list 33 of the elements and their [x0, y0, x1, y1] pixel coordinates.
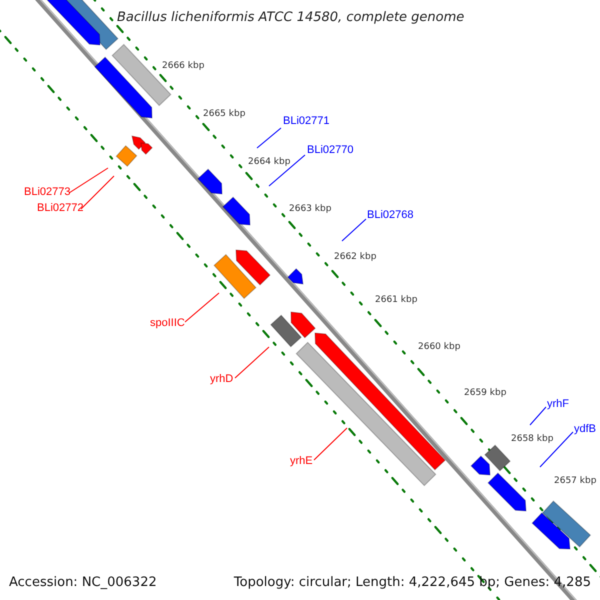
tick-label: 2665 kbp: [203, 110, 246, 119]
leader-line: [80, 176, 114, 210]
gene-label: yrhD: [210, 374, 234, 385]
leader-line: [342, 218, 366, 242]
tick-label: 2664 kbp: [248, 158, 290, 167]
tick-label: 2660 kbp: [418, 343, 460, 352]
gene-label: yrhF: [547, 399, 569, 410]
gene-label: BLi02773: [24, 187, 70, 198]
tick-label: 2661 kbp: [375, 296, 418, 305]
leader-line: [530, 406, 546, 426]
leader-line: [68, 168, 108, 194]
gene-label: BLi02772: [37, 203, 84, 214]
leader-line: [268, 154, 306, 186]
accession-label: Accession: NC_006322: [9, 576, 157, 589]
leader-line: [234, 346, 270, 378]
gene-label: ydfB: [574, 424, 596, 435]
tick-label: 2662 kbp: [334, 253, 376, 262]
leader-line: [540, 432, 574, 468]
gene-label: BLi02771: [283, 116, 330, 127]
leader-line: [314, 428, 348, 460]
title: Bacillus licheniformis ATCC 14580, complete genome: [117, 11, 464, 24]
gene-label: BLi02770: [307, 145, 354, 156]
gene-label: spoIIIC: [150, 318, 185, 329]
genome-info-label: Topology: circular; Length: 4,222,645 bp; Genes: 4,285: [234, 576, 591, 589]
tick-label: 2659 kbp: [464, 389, 506, 398]
leader-line: [184, 292, 220, 322]
gene-label: BLi02768: [367, 210, 414, 221]
tick-label: 2658 kbp: [511, 435, 554, 444]
gene-label: yrhE: [290, 456, 313, 467]
tick-label: 2666 kbp: [162, 62, 204, 71]
leader-line: [256, 128, 282, 148]
tick-label: 2663 kbp: [289, 205, 332, 214]
tick-label: 2657 kbp: [554, 477, 596, 486]
